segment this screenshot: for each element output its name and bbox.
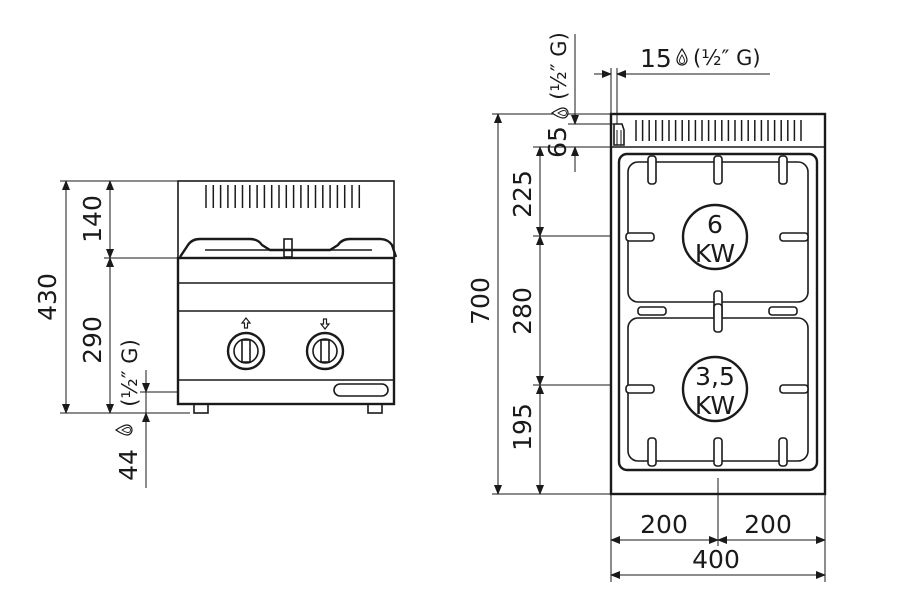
burner-front-power-label: 3,5 bbox=[695, 362, 735, 391]
grate-finger bbox=[779, 232, 809, 242]
gas-drop-icon bbox=[115, 424, 133, 436]
top-width-left-label: 200 bbox=[640, 510, 688, 539]
front-view: 430 140 290 (½″ G) 44 bbox=[33, 180, 398, 488]
grate-finger bbox=[713, 155, 723, 185]
grate-outer-frame bbox=[617, 152, 819, 472]
grate-finger bbox=[778, 437, 788, 467]
grate-finger bbox=[779, 384, 809, 394]
front-gas-height-label: 44 bbox=[114, 449, 143, 481]
gas-drop-icon-rear bbox=[551, 107, 569, 119]
burner-rear-power-label: 6 bbox=[707, 210, 723, 239]
top-gas-connector bbox=[613, 123, 625, 146]
top-dim-front-label: 195 bbox=[508, 403, 537, 451]
top-dim-middle-label: 280 bbox=[508, 287, 537, 335]
front-vent-slots bbox=[205, 185, 361, 208]
grate-finger bbox=[778, 155, 788, 185]
front-gas-thread-label: (½″ G) bbox=[118, 339, 142, 407]
burner-rear-unit-label: KW bbox=[695, 239, 735, 268]
top-gas-offset-side-label: 15 bbox=[640, 44, 672, 73]
top-dim-rear-label: 225 bbox=[508, 170, 537, 218]
knob-right bbox=[305, 331, 345, 371]
grate-finger bbox=[713, 437, 723, 467]
top-gas-offset-rear-label: 65 bbox=[543, 126, 572, 158]
grate-finger bbox=[713, 303, 723, 333]
burner-front: 3,5 KW bbox=[681, 355, 749, 423]
grate-finger bbox=[647, 155, 657, 185]
top-width-right-label: 200 bbox=[744, 510, 792, 539]
grate-finger bbox=[625, 232, 655, 242]
burner-front-unit-label: KW bbox=[695, 391, 735, 420]
gas-drop-icon-side bbox=[676, 48, 688, 66]
grate-finger bbox=[768, 306, 798, 316]
top-view: 6 KW 3,5 KW 700 225 280 195 (½″ G) 65 bbox=[466, 32, 827, 582]
front-nameplate bbox=[333, 383, 389, 397]
top-vent-slots bbox=[635, 120, 802, 141]
grate-finger bbox=[625, 384, 655, 394]
grate-finger bbox=[637, 306, 667, 316]
grate-finger bbox=[647, 437, 657, 467]
front-height-top-label: 140 bbox=[78, 195, 107, 243]
front-height-total-label: 430 bbox=[33, 273, 62, 321]
front-foot-right bbox=[367, 403, 383, 414]
top-width-total-label: 400 bbox=[692, 545, 740, 574]
front-foot-left bbox=[193, 403, 209, 414]
front-grate-outline bbox=[179, 237, 398, 258]
arrow-up-icon bbox=[240, 317, 252, 329]
arrow-down-icon bbox=[319, 318, 331, 330]
burner-rear: 6 KW bbox=[681, 203, 749, 271]
front-height-body-label: 290 bbox=[78, 316, 107, 364]
top-gas-thread-side-label: (½″ G) bbox=[693, 46, 761, 70]
top-gas-thread-rear-label: (½″ G) bbox=[547, 32, 571, 100]
grate-fingers bbox=[625, 155, 809, 467]
front-grate-center-support bbox=[283, 238, 293, 258]
knob-left bbox=[226, 331, 266, 371]
top-depth-total-label: 700 bbox=[466, 277, 495, 325]
front-body bbox=[176, 256, 396, 406]
